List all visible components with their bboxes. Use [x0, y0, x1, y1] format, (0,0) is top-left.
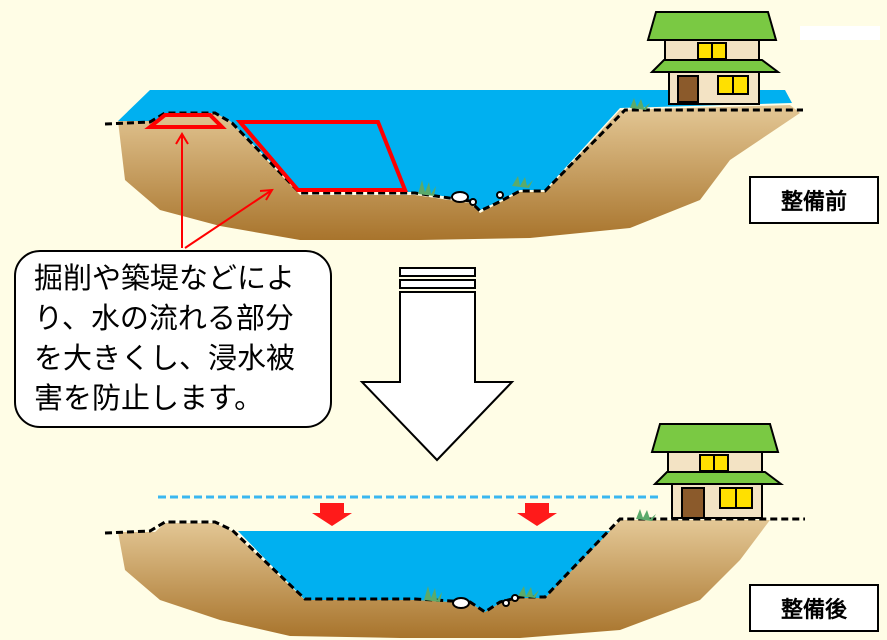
after-label: 整備後: [749, 584, 879, 632]
grass-icon: [424, 509, 656, 602]
stone-icon: [451, 191, 504, 206]
stone-icon: [452, 594, 519, 609]
after-ground-line: [104, 517, 805, 614]
before-levee-highlight: [144, 113, 227, 129]
down-arrow-icon: [359, 267, 515, 462]
before-soil: [118, 105, 800, 240]
before-section: [104, 11, 880, 249]
explanation-callout: 掘削や築堤などによ り、水の流れる部分 を大きくし、浸水被 害を防止します。: [14, 250, 332, 428]
before-excavation-highlight: [235, 120, 408, 192]
red-arrow-icon: [312, 503, 557, 526]
house-icon: [646, 11, 880, 105]
after-section: [104, 423, 805, 638]
after-water: [238, 531, 610, 612]
after-soil: [118, 520, 770, 638]
before-label: 整備前: [749, 176, 879, 224]
pointer-lines: [175, 132, 274, 249]
grass-icon: [418, 98, 650, 196]
house-icon: [650, 423, 784, 519]
